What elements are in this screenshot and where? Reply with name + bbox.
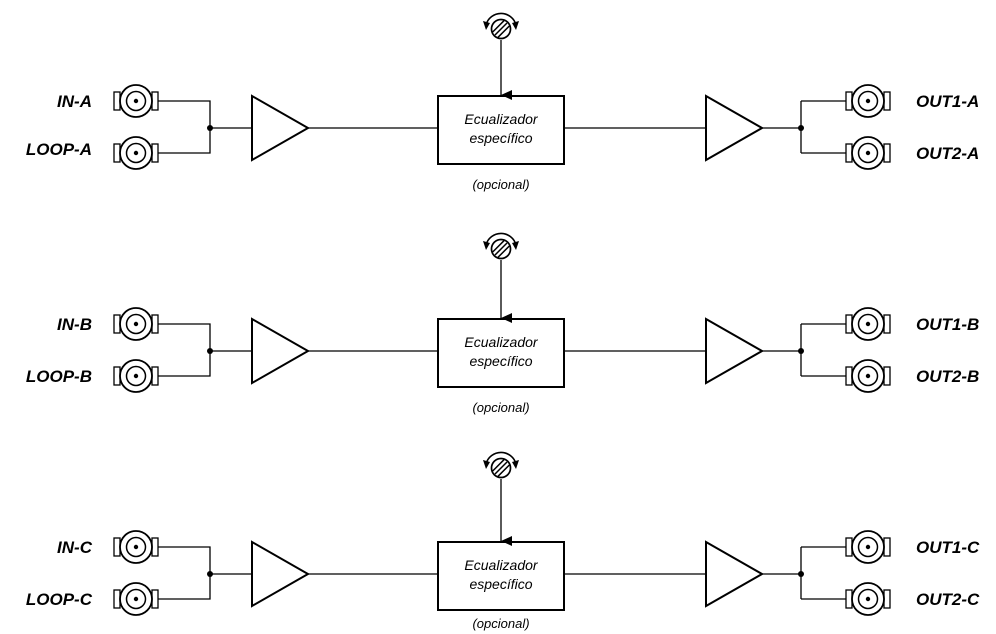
junction-dot xyxy=(207,571,213,577)
optional-label: (opcional) xyxy=(472,177,529,192)
input-label: IN-B xyxy=(57,315,92,334)
output-wire xyxy=(762,100,846,154)
equalizer-label-line1: Ecualizador xyxy=(464,557,538,573)
output1-label: OUT1-C xyxy=(916,538,980,557)
output2-label: OUT2-C xyxy=(916,590,980,609)
amplifier-triangle-icon xyxy=(705,317,765,385)
equalizer-label-line1: Ecualizador xyxy=(464,111,538,127)
junction-dot xyxy=(798,348,804,354)
bnc-connector-icon[interactable] xyxy=(845,307,891,341)
amplifier-triangle-icon xyxy=(251,94,311,162)
loop-label: LOOP-A xyxy=(26,140,92,159)
optional-label: (opcional) xyxy=(472,400,529,415)
bnc-connector-icon[interactable] xyxy=(113,307,159,341)
bnc-connector-icon[interactable] xyxy=(113,582,159,616)
equalizer-label-line2: específico xyxy=(469,130,532,146)
amplifier-triangle-icon xyxy=(705,540,765,608)
bnc-connector-icon[interactable] xyxy=(113,359,159,393)
output-wire xyxy=(762,323,846,377)
bnc-connector-icon[interactable] xyxy=(845,359,891,393)
loop-label: LOOP-B xyxy=(26,367,92,386)
amplifier-triangle-icon xyxy=(251,317,311,385)
channel-c: IN-C LOOP-C Ecualizador específico (opci… xyxy=(26,451,980,631)
equalizer-label-line1: Ecualizador xyxy=(464,334,538,350)
input-label: IN-A xyxy=(57,92,92,111)
input-wire xyxy=(158,100,252,154)
bnc-connector-icon[interactable] xyxy=(845,84,891,118)
junction-dot xyxy=(798,125,804,131)
amplifier-triangle-icon xyxy=(705,94,765,162)
bnc-connector-icon[interactable] xyxy=(845,530,891,564)
bnc-connector-icon[interactable] xyxy=(113,136,159,170)
output2-label: OUT2-B xyxy=(916,367,979,386)
output1-label: OUT1-B xyxy=(916,315,979,334)
input-wire xyxy=(158,323,252,377)
input-wire xyxy=(158,546,252,600)
amplifier-triangle-icon xyxy=(251,540,311,608)
junction-dot xyxy=(207,125,213,131)
channel-a: IN-A LOOP-A Ecualizador específico (opci… xyxy=(26,12,979,192)
output2-label: OUT2-A xyxy=(916,144,979,163)
bnc-connector-icon[interactable] xyxy=(845,136,891,170)
output1-label: OUT1-A xyxy=(916,92,979,111)
loop-label: LOOP-C xyxy=(26,590,93,609)
equalizer-label-line2: específico xyxy=(469,576,532,592)
input-label: IN-C xyxy=(57,538,93,557)
adjustment-screw-icon[interactable] xyxy=(482,232,520,260)
junction-dot xyxy=(798,571,804,577)
junction-dot xyxy=(207,348,213,354)
adjustment-screw-icon[interactable] xyxy=(482,451,520,479)
bnc-connector-icon[interactable] xyxy=(845,582,891,616)
bnc-connector-icon[interactable] xyxy=(113,530,159,564)
equalizer-label-line2: específico xyxy=(469,353,532,369)
adjustment-screw-icon[interactable] xyxy=(482,12,520,40)
bnc-connector-icon[interactable] xyxy=(113,84,159,118)
output-wire xyxy=(762,546,846,600)
optional-label: (opcional) xyxy=(472,616,529,631)
channel-b: IN-B LOOP-B Ecualizador específico (opci… xyxy=(26,232,979,415)
